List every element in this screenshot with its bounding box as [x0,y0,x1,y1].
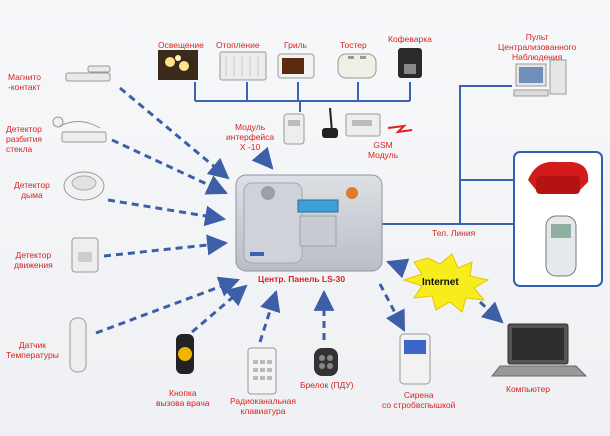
central-panel-device [235,174,383,272]
arrow-glass-break [111,138,228,195]
label-gsm-module: GSM Модуль [368,140,399,160]
siren-device [399,333,431,385]
label-keyfob: Брелок (ПДУ) [300,380,354,390]
label-coffee: Кофеварка [388,34,432,44]
arrow-motion [103,234,229,258]
phones-device [513,151,603,287]
motion-detector-device [71,237,99,273]
label-motion: Детектор движения [14,250,53,270]
toaster-appliance [337,53,377,79]
wireless-signal-icon [387,124,413,134]
arrow-internet [386,258,411,279]
label-computer: Компьютер [506,384,550,394]
arrow-siren [378,283,406,332]
keypad-device [247,347,277,395]
keyfob-device [314,348,338,376]
label-heating: Отопление [216,40,260,50]
x10-bus-lines [194,82,411,112]
glass-break-detector-device [52,116,107,143]
label-grill: Гриль [284,40,307,50]
label-temperature: Датчик Температуры [6,340,59,360]
coffee-maker-appliance [398,48,422,78]
lighting-appliance [158,50,198,80]
monitoring-station-device [513,59,567,97]
label-phone-line: Тел. Линия [432,228,476,238]
heating-appliance [219,51,267,81]
arrow-interface-module [251,146,274,170]
gsm-module-device [345,113,381,137]
label-keypad: Радиоканальная клавиатура [230,396,297,416]
internet-burst [402,253,490,313]
label-siren: Сирена со стробвспышкой [382,390,456,410]
label-glass-break: Детектор разбития стекла [6,124,43,154]
arrow-keypad [258,289,281,343]
label-magnetic-contact: Магнито -контакт [8,72,41,92]
smoke-detector-device [63,171,105,201]
arrow-smoke [107,198,227,227]
label-panic-button: Кнопка вызова врача [156,388,210,408]
magnetic-contact-device [65,65,111,82]
gsm-antenna-device [322,107,338,138]
label-internet: Internet [422,277,459,288]
label-monitoring: Пульт Централизованного Наблюдения [498,32,577,62]
sensor-arrows [95,86,504,343]
grill-appliance [277,53,315,79]
label-smoke: Детектор дыма [14,180,50,200]
interface-module-device [283,113,305,145]
laptop-device [490,323,588,377]
temperature-sensor-device [69,317,87,373]
label-interface-module: Модуль интерфейса X -10 [226,122,275,152]
label-toaster: Тостер [340,40,367,50]
panic-button-device [176,334,194,374]
label-panel: Центр. Панель LS-30 [258,274,346,284]
arrow-computer [478,300,504,324]
label-lighting: Освещение [158,40,204,50]
arrow-temperature [95,276,240,335]
